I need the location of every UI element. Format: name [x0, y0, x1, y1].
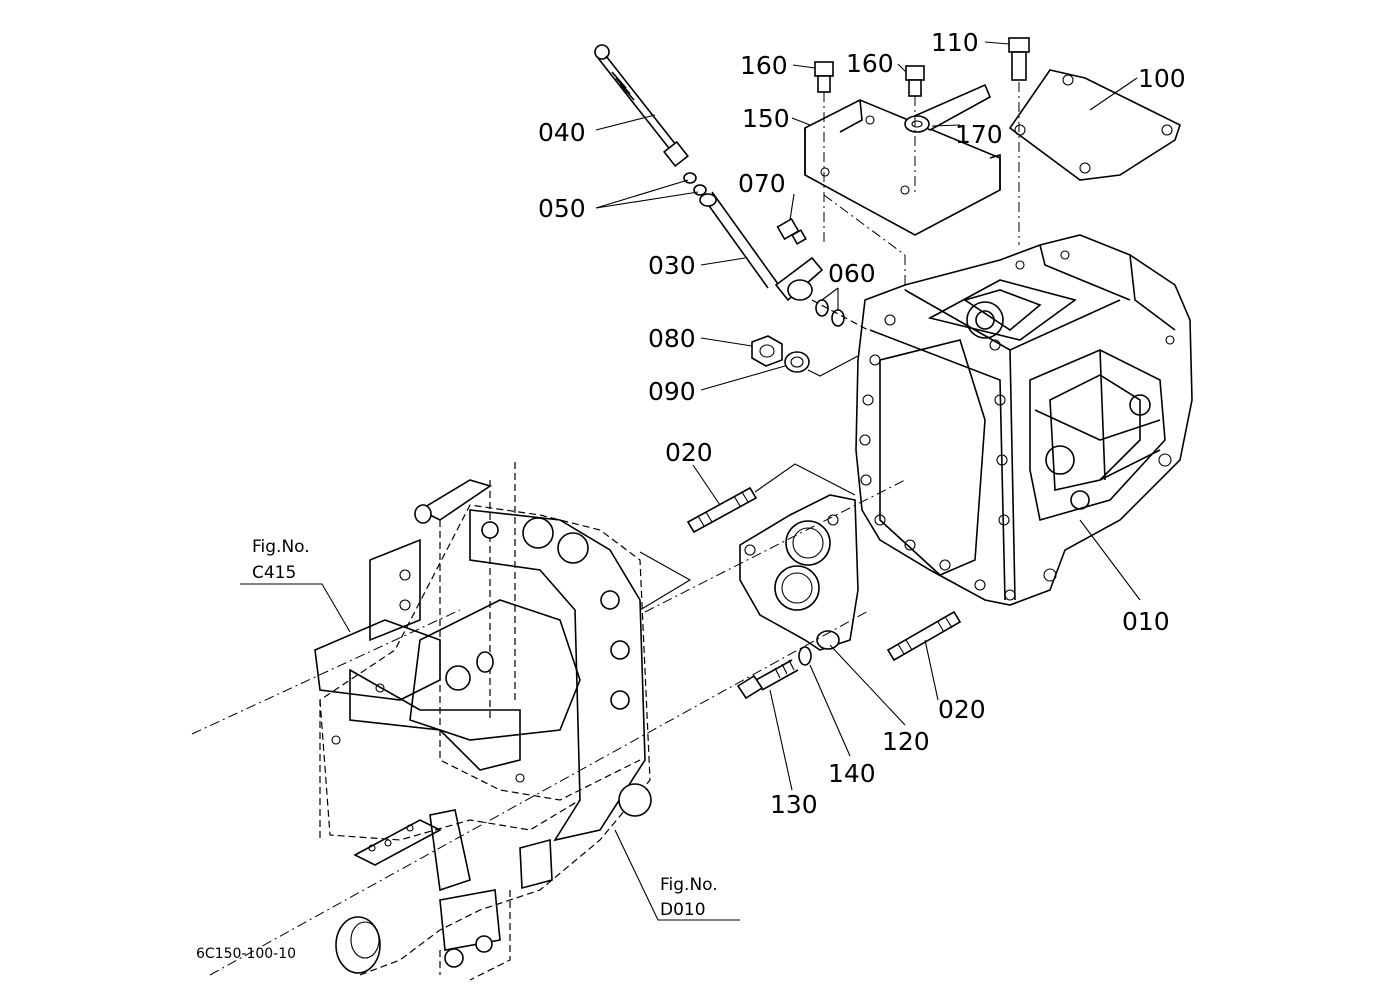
leader-lines	[240, 41, 1141, 921]
fig-ref-d010-code[interactable]: D010	[660, 900, 706, 920]
part-label-080: 080	[648, 324, 696, 353]
stud-020a-drawing	[639, 463, 856, 611]
part-label-170: 170	[955, 120, 1003, 149]
part-label-050: 050	[538, 194, 586, 223]
part-label-160b: 160	[846, 49, 894, 78]
part-label-070: 070	[738, 169, 786, 198]
part-label-020-lower: 020	[938, 695, 986, 724]
part-label-160a: 160	[740, 51, 788, 80]
part-label-090: 090	[648, 377, 696, 406]
part-label-130: 130	[770, 790, 818, 819]
fig-ref-d010-label[interactable]: Fig.No.	[660, 875, 718, 895]
seal-090-drawing	[784, 351, 859, 377]
transmission-case-drawing	[855, 234, 1193, 606]
bolt-160a-drawing	[814, 61, 834, 245]
mating-assembly-drawing	[314, 462, 652, 981]
stud-020b-drawing	[886, 610, 962, 662]
part-label-060: 060	[828, 259, 876, 288]
part-label-030: 030	[648, 251, 696, 280]
shift-rod-040-drawing	[594, 44, 689, 168]
part-label-120: 120	[882, 727, 930, 756]
fig-ref-c415-label[interactable]: Fig.No.	[252, 537, 310, 557]
plate-150-drawing	[804, 99, 1001, 236]
part-label-150: 150	[742, 104, 790, 133]
seals-050-drawing	[683, 172, 707, 196]
plate-100-drawing	[1008, 69, 1181, 181]
plug-070-drawing	[776, 217, 807, 245]
bolt-160b-drawing	[905, 65, 925, 195]
part-label-110: 110	[931, 28, 979, 57]
drawing-code: 6C150-100-10	[196, 946, 296, 962]
cover-120-drawing	[739, 494, 859, 651]
part-label-020-upper: 020	[665, 438, 713, 467]
washer-140-drawing	[798, 646, 812, 666]
part-label-040: 040	[538, 118, 586, 147]
bolt-130-drawing	[736, 659, 799, 700]
bolt-110-drawing	[1008, 37, 1030, 245]
plug-080-drawing	[751, 335, 783, 367]
part-label-010: 010	[1122, 607, 1170, 636]
lever-170-drawing	[904, 83, 992, 133]
part-label-140: 140	[828, 759, 876, 788]
shift-arm-030-drawing	[699, 191, 824, 302]
part-label-100: 100	[1138, 64, 1186, 93]
o-rings-060-drawing	[811, 299, 869, 331]
fig-ref-c415-code[interactable]: C415	[252, 563, 296, 583]
